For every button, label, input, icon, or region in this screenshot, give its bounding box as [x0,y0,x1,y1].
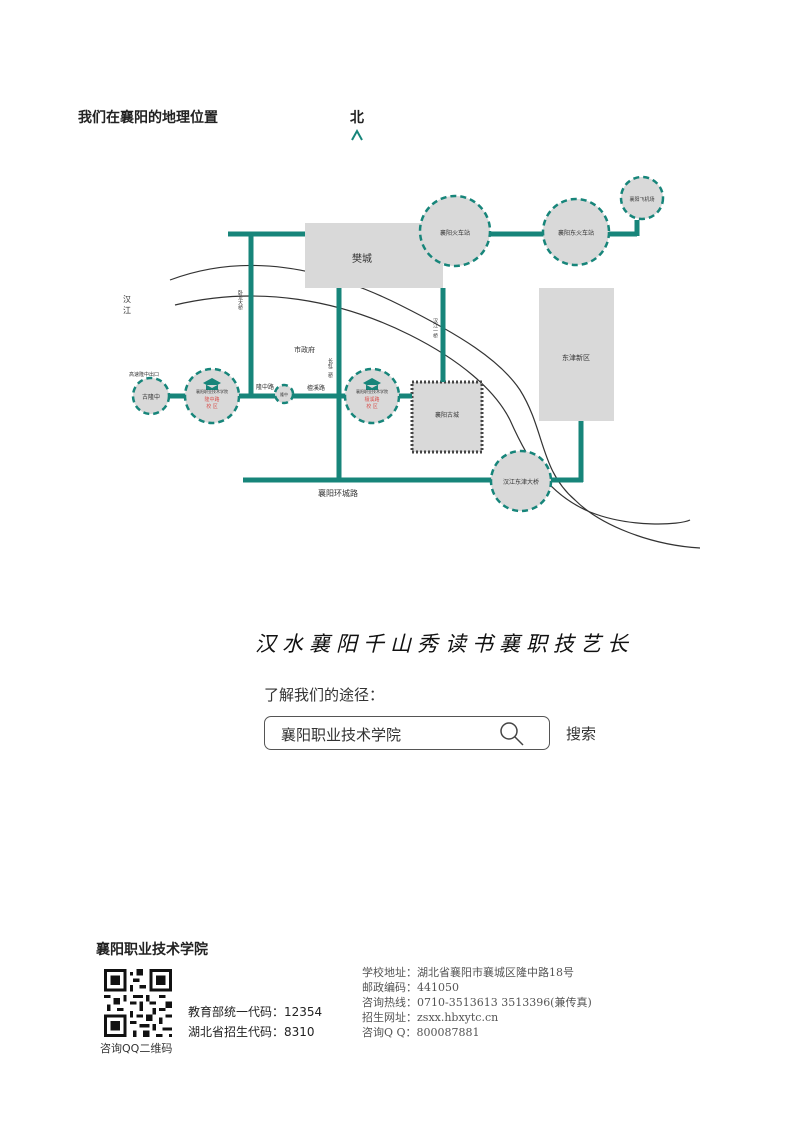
qr-code-icon [104,969,172,1037]
slogan-left: 汉水襄阳千山秀 [255,632,444,656]
campus-cap-icon [363,378,381,390]
fancheng-label: 樊城 [352,252,372,265]
location-map: 樊城 襄阳火车站 襄阳东火车站 襄阳飞机场 东津新区 襄阳古城 汉江东津大桥 襄… [123,128,701,549]
search-input[interactable]: 襄阳职业技术学院 [264,716,550,750]
gulongzhong-node [131,376,171,416]
website-link[interactable]: 招生网址：zsxx.hbxytc.cn [362,1011,499,1024]
north-arrow-icon [351,128,363,141]
wolong-bridge-label: 卧龙大桥 [237,289,243,311]
small-node [273,383,295,405]
tanxi-campus-label-1: 檀溪路 [364,396,379,403]
map-title: 我们在襄阳的地理位置 [78,110,218,126]
airport-label: 襄阳飞机场 [629,196,654,203]
hanjiang-label-2: 江 [123,306,131,315]
ring-road-label: 襄阳环城路 [318,488,358,498]
east-railway-station-label: 襄阳东火车站 [558,229,594,237]
longzhong-campus-label-2: 校 区 [206,403,218,410]
hubei-code: 湖北省招生代码：8310 [188,1025,315,1039]
hanjiang-bridge-1-label: 汉江一桥 [432,317,438,339]
postcode: 邮政编码：441050 [362,981,459,994]
longzhong-campus-label-1: 隆中路 [204,396,219,403]
hanjiang-label-1: 汉 [123,295,131,304]
old-city-block [410,380,484,454]
railway-station-node [418,194,492,268]
qr-caption: 咨询QQ二维码 [100,1042,173,1055]
east-railway-station-node [541,197,611,267]
qq-contact: 咨询Q Q：800087881 [362,1026,480,1039]
expressway-exit-label: 高速隆中出口 [129,371,159,378]
search-label: 了解我们的途径： [264,686,385,704]
changhong-bridge-label: 长虹二桥 [327,357,333,379]
tanxi-school-label: 襄阳职业技术学院 [356,388,388,394]
north-label: 北 [350,110,364,126]
school-address: 学校地址：湖北省襄阳市襄城区隆中路18号 [362,966,574,979]
edu-code: 教育部统一代码：12354 [188,1005,323,1019]
hotline: 咨询热线：0710-3513613 3513396(兼传真) [362,996,592,1009]
school-name: 襄阳职业技术学院 [96,942,208,958]
slogan-right: 读书襄职技艺长 [445,632,634,656]
fancheng-block [305,223,443,288]
railway-station-label: 襄阳火车站 [440,229,470,237]
dongjin-label: 东津新区 [562,353,590,362]
tanxi-road-label: 檀溪路 [307,384,325,392]
search-icon[interactable] [499,721,525,747]
dongjin-bridge-node [489,449,553,513]
longzhong-campus-node [183,367,241,425]
city-government-label: 市政府 [294,345,315,354]
tanxi-campus-node [343,367,401,425]
campus-cap-icon [203,378,221,390]
small-node-label: 隆中 [280,391,288,397]
dongjin-block [539,288,614,421]
old-city-label: 襄阳古城 [435,411,459,419]
search-query: 襄阳职业技术学院 [281,726,402,744]
dongjin-bridge-label: 汉江东津大桥 [503,478,539,486]
longzhong-road-label: 隆中路 [256,383,274,391]
tanxi-campus-label-2: 校 区 [366,403,378,410]
search-button[interactable]: 搜索 [566,725,597,743]
airport-node [619,175,665,221]
longzhong-school-label: 襄阳职业技术学院 [196,388,228,394]
gulongzhong-label: 古隆中 [142,393,160,401]
